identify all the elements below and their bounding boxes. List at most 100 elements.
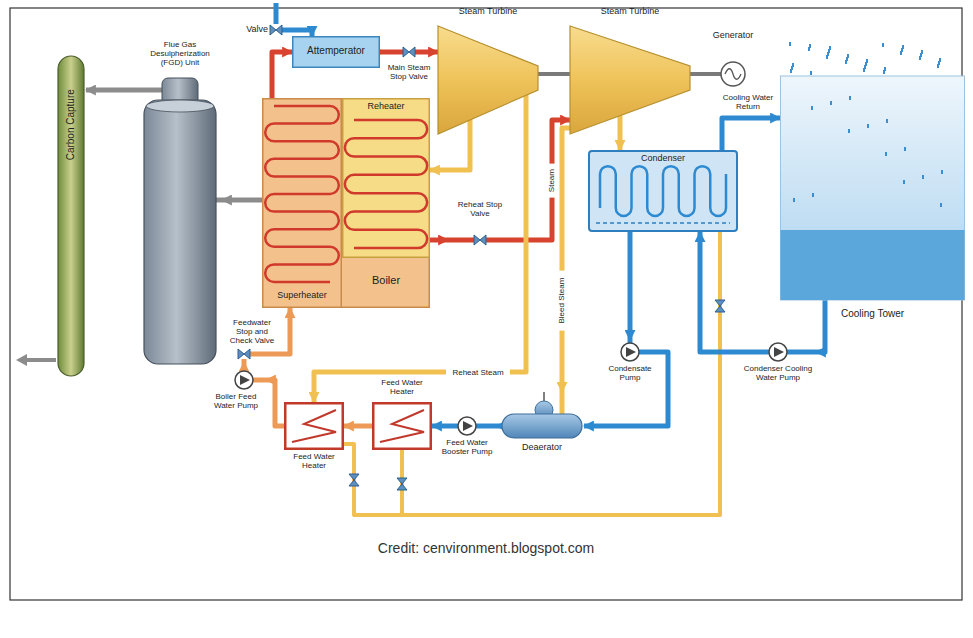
stop-valve-label: Reheat Stop Valve xyxy=(448,200,512,218)
pipe-stub xyxy=(618,114,623,136)
reheater: Reheater xyxy=(342,98,430,258)
check-valve-label: Feedwater Stop and Check Valve xyxy=(224,318,280,346)
fgd-unit-shape xyxy=(138,40,222,370)
fgd-unit: Flue Gas Desulpherization (FGD) Unit xyxy=(138,40,222,370)
pipe-stub xyxy=(138,88,162,93)
tower-basin xyxy=(781,230,965,300)
pipe-connector xyxy=(222,198,262,203)
pipe-stub xyxy=(702,72,721,76)
pipe-stub xyxy=(639,350,660,355)
reheater-label: Reheater xyxy=(342,101,430,111)
tower-body xyxy=(781,76,965,300)
carbon-capture-label: Carbon Capture xyxy=(65,60,77,190)
pipe-connector xyxy=(816,340,825,352)
box-outline xyxy=(293,37,380,68)
tube-coil xyxy=(345,120,427,248)
pipe-connector xyxy=(430,136,470,170)
stop-valve: Main Steam Stop Valve xyxy=(384,42,434,92)
heater-shell xyxy=(373,403,431,449)
pipe-label: Reheat Steam xyxy=(446,368,510,377)
pump-symbol xyxy=(235,371,253,389)
deaerator: Deaerator xyxy=(500,392,584,458)
feed-water-heater-label: Feed Water Heater xyxy=(284,452,344,470)
steam-turbine: Steam Turbine xyxy=(438,4,538,136)
pump-arrow xyxy=(240,375,250,385)
turbine-casing xyxy=(438,26,538,134)
pipe-connector xyxy=(86,88,138,93)
drain-valve xyxy=(349,300,725,490)
pipe-label: Cooling Water Return xyxy=(717,93,779,111)
hotwell-line xyxy=(596,222,730,224)
pipe-stub xyxy=(560,392,565,414)
pump-arrow xyxy=(463,421,473,431)
feed-water-heater: Feed Water Heater xyxy=(284,402,344,476)
generator-wave xyxy=(725,69,741,80)
check-valve: Feedwater Stop and Check Valve xyxy=(224,318,280,362)
valve: Valve xyxy=(232,10,292,44)
capture-tube xyxy=(58,56,84,376)
pipe-stub xyxy=(823,300,828,340)
pump: Condenser Cooling Water Pump xyxy=(740,340,816,392)
valve-symbol xyxy=(270,25,282,35)
pump-label: Condensate Pump xyxy=(600,364,660,382)
condenser-shell xyxy=(589,151,737,231)
pipe-connector xyxy=(690,72,702,76)
pipe-connector xyxy=(380,50,384,55)
pump-symbol xyxy=(621,343,639,361)
pipe-connector xyxy=(280,308,290,354)
valve-symbol xyxy=(238,349,250,359)
condenser-label: Condenser xyxy=(588,153,738,163)
steam-turbine: Steam Turbine xyxy=(570,4,690,136)
pipe-label: Bleed Steam xyxy=(557,270,566,330)
pump-arrow xyxy=(774,347,784,357)
pump-symbol xyxy=(458,417,476,435)
steam-turbine-label: Steam Turbine xyxy=(570,6,690,16)
pipe-stub xyxy=(486,238,512,243)
pipe-connector xyxy=(272,52,292,98)
pipe-connector xyxy=(538,72,570,76)
pump-arrow xyxy=(626,347,636,357)
pipe-stub xyxy=(384,50,403,55)
heater-tube xyxy=(380,410,424,442)
pump-label: Boiler Feed Water Pump xyxy=(206,392,266,410)
pipe-stub xyxy=(274,10,279,24)
pipe-label: Steam xyxy=(547,163,556,197)
feed-water-heater-label: Feed Water Heater xyxy=(372,378,432,396)
carbon-capture: Carbon Capture xyxy=(56,56,86,376)
generator-symbol xyxy=(721,62,745,86)
deaerator-label: Deaerator xyxy=(500,442,584,452)
pump: Boiler Feed Water Pump xyxy=(206,370,266,416)
cooling-tower: Cooling Tower xyxy=(780,40,965,340)
pipe-connector xyxy=(432,424,438,429)
exhaust-pipe xyxy=(26,358,56,362)
exhaust-arrow xyxy=(16,354,27,366)
fgd-unit-label: Flue Gas Desulpherization (FGD) Unit xyxy=(138,40,222,68)
attemperator: Attemperator xyxy=(292,36,380,68)
box-outline xyxy=(263,99,430,308)
pipe-connector xyxy=(344,424,372,429)
pipe-stub xyxy=(242,359,247,362)
reheater-shape xyxy=(342,98,430,258)
pipe-stub xyxy=(787,350,816,355)
pump-label: Condenser Cooling Water Pump xyxy=(740,364,816,382)
spray-water-pipe xyxy=(274,3,279,10)
valve-label: Valve xyxy=(232,24,268,34)
generator-label: Generator xyxy=(702,30,764,40)
pipe-connector xyxy=(700,232,740,352)
pipe-connector xyxy=(292,30,312,36)
pipe-stub xyxy=(740,350,769,355)
generator: Generator xyxy=(702,30,764,90)
heater-shell xyxy=(285,403,343,449)
superheater-label: Superheater xyxy=(262,290,342,300)
superheater: Superheater xyxy=(262,98,342,308)
pipe-stub xyxy=(216,198,222,203)
pipe-connector xyxy=(584,352,668,426)
pipe-stub xyxy=(476,424,496,429)
feed-water-heater: Feed Water Heater xyxy=(372,378,432,452)
steam-turbine-shape xyxy=(438,4,538,136)
pump: Feed Water Booster Pump xyxy=(438,416,496,462)
pipe-connector xyxy=(430,238,448,243)
steam-turbine-shape xyxy=(570,4,690,136)
pipe-stub xyxy=(282,28,292,33)
